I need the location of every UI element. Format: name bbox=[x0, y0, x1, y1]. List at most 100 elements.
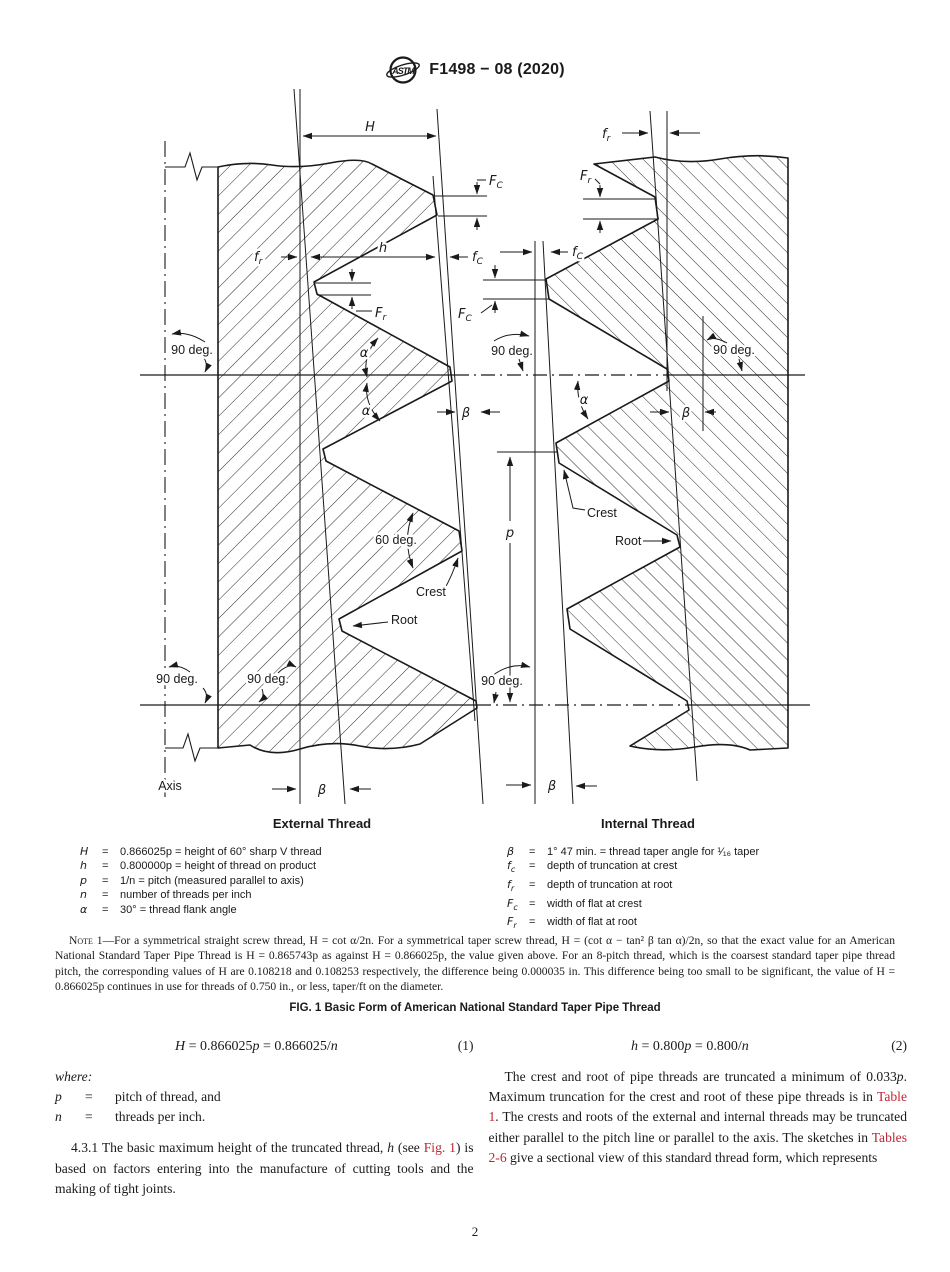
text-segment: . The crests and roots of the external a… bbox=[488, 1109, 908, 1145]
legend-equals: = bbox=[529, 916, 536, 929]
where-row-p: p = pitch of thread, and bbox=[55, 1087, 474, 1107]
paragraph-crest-root: The crest and root of pipe threads are t… bbox=[489, 1067, 908, 1169]
legend-definition: 0.800000p = height of thread on product bbox=[120, 860, 317, 873]
legend-symbol: p bbox=[80, 873, 87, 887]
dim-label-h: h bbox=[379, 241, 387, 256]
callout-crest-int: Crest bbox=[587, 506, 617, 520]
legend-symbol: fc bbox=[507, 859, 516, 875]
svg-text:ASTM: ASTM bbox=[392, 66, 416, 76]
ref-link[interactable]: Fig. 1 bbox=[423, 1140, 456, 1156]
legend-row: Fc = width of flat at crest bbox=[507, 897, 759, 916]
legend-row: β=1° 47 min. = thread taper angle for ¹⁄… bbox=[507, 845, 759, 859]
callout-root-ext: Root bbox=[391, 613, 418, 627]
text-segment: ) is based on factors entering into the … bbox=[55, 1140, 474, 1197]
text-segment: The crest and root of pipe threads are t… bbox=[504, 1068, 897, 1084]
variable: n bbox=[741, 1038, 749, 1054]
legend-symbol: H bbox=[80, 845, 89, 858]
legend-equals: = bbox=[529, 897, 536, 910]
construction-lines bbox=[293, 88, 704, 805]
variable: n bbox=[330, 1038, 338, 1054]
angle-label-90deg-6: 90 deg. bbox=[481, 674, 523, 688]
ref-link[interactable]: Table 1 bbox=[488, 1089, 908, 1125]
legend-symbol: Fc bbox=[507, 896, 518, 912]
where-sym-n: n bbox=[55, 1108, 62, 1124]
variable: h bbox=[387, 1140, 395, 1156]
legend-definition: width of flat at crest bbox=[547, 897, 642, 910]
where-sym-p: p bbox=[55, 1089, 62, 1105]
dim-label-Fr-int-top: Fr bbox=[580, 169, 592, 186]
legend-symbol: fr bbox=[507, 878, 515, 894]
where-label: where: bbox=[55, 1068, 93, 1084]
legend-row: α=30° = thread flank angle bbox=[80, 903, 322, 917]
legend-definition: 1° 47 min. = thread taper angle for ¹⁄₁₆… bbox=[547, 846, 760, 858]
internal-thread-profile bbox=[545, 154, 789, 751]
where-def-n: threads per inch. bbox=[115, 1108, 206, 1124]
legend-symbol: h bbox=[80, 859, 87, 873]
dim-label-p: p bbox=[505, 526, 514, 541]
legend-equals: = bbox=[102, 903, 109, 916]
break-stub-top bbox=[165, 151, 218, 182]
figure-1-diagram: H h p fr FC Fr fr fC fC Fr FC α α α 60 d… bbox=[140, 88, 810, 831]
ref-link[interactable]: Tables 2-6 bbox=[488, 1129, 908, 1166]
angle-label-90deg-2: 90 deg. bbox=[491, 344, 533, 358]
figure-legend: H = 0.866025p = height of 60° sharp V thre… bbox=[0, 843, 950, 930]
equation-2-number: (2) bbox=[891, 1037, 907, 1053]
angle-label-90deg-3: 90 deg. bbox=[713, 343, 755, 357]
text-segment: = 0.800/ bbox=[691, 1038, 742, 1054]
legend-definition: number of threads per inch bbox=[120, 889, 252, 902]
text-segment: give a sectional view of this standard t… bbox=[506, 1150, 878, 1166]
legend-symbol: Fr bbox=[507, 915, 517, 931]
note-1: Note 1—For a symmetrical straight screw … bbox=[55, 933, 895, 995]
legend-equals: = bbox=[102, 846, 109, 858]
right-column: h = 0.800p = 0.800/n (2) The crest and r… bbox=[489, 1036, 908, 1200]
legend-row: h = 0.800000p = height of thread on produc… bbox=[80, 859, 322, 873]
legend-row: n = number of threads per inch bbox=[80, 888, 322, 902]
legend-definition: 30° = thread flank angle bbox=[120, 903, 237, 916]
internal-thread-title: Internal Thread bbox=[601, 816, 695, 831]
legend-row: fc=depth of truncation at crest bbox=[507, 859, 759, 878]
legend-equals: = bbox=[102, 889, 109, 902]
angle-label-beta-bottom-ext: β bbox=[317, 783, 326, 798]
variable: p bbox=[896, 1068, 904, 1084]
text-segment: = 0.800 bbox=[638, 1038, 685, 1054]
angle-label-beta-mid-int: β bbox=[681, 406, 690, 421]
angle-label-90deg-4: 90 deg. bbox=[156, 672, 198, 686]
equation-1-number: (1) bbox=[457, 1037, 474, 1053]
astm-logo-icon: ASTM bbox=[386, 56, 421, 84]
angle-label-90deg-1: 90 deg. bbox=[171, 343, 213, 357]
text-segment: . Maximum truncation for the crest and r… bbox=[488, 1068, 908, 1105]
angle-label-alpha-int: α bbox=[580, 393, 589, 408]
body-columns: H = 0.866025p = 0.866025/n (1) where: p … bbox=[55, 1036, 907, 1200]
variable: p bbox=[684, 1038, 692, 1054]
axis-label: Axis bbox=[158, 779, 182, 793]
legend-definition: 0.866025p = height of 60° sharp V thread bbox=[120, 846, 322, 858]
legend-symbol: n bbox=[80, 888, 87, 902]
equation-1-formula: H = 0.866025p = 0.866025/n bbox=[55, 1036, 458, 1057]
legend-row: H = 0.866025p = height of 60° sharp V thre… bbox=[80, 845, 322, 859]
dim-label-fr-top: fr bbox=[602, 127, 612, 144]
figure-caption: FIG. 1 Basic Form of American National S… bbox=[289, 1001, 661, 1014]
legend-equals: = bbox=[529, 846, 536, 858]
dim-label-fc-int: fC bbox=[572, 245, 584, 262]
legend-equals: = bbox=[102, 860, 109, 873]
callout-root-int: Root bbox=[615, 534, 642, 548]
dim-label-H: H bbox=[365, 120, 375, 135]
text-segment: = 0.866025 bbox=[185, 1038, 253, 1054]
equation-1: H = 0.866025p = 0.866025/n (1) bbox=[55, 1036, 474, 1057]
variable: H bbox=[174, 1038, 186, 1054]
paragraph-4-3-1: 4.3.1 The basic maximum height of the tr… bbox=[55, 1138, 474, 1199]
where-eq: = bbox=[85, 1089, 93, 1105]
legend-definition: 1/n = pitch (measured parallel to axis) bbox=[120, 874, 304, 887]
break-stub-bottom bbox=[165, 732, 218, 763]
legend-equals: = bbox=[529, 860, 536, 873]
legend-row: Fr=width of flat at root bbox=[507, 915, 759, 934]
text-segment: (see bbox=[394, 1140, 424, 1156]
legend-external: H = 0.866025p = height of 60° sharp V thre… bbox=[80, 845, 322, 917]
equation-2: h = 0.800p = 0.800/n (2) bbox=[489, 1036, 907, 1057]
standard-designation: F1498 − 08 (2020) bbox=[429, 61, 565, 78]
variable: h bbox=[631, 1038, 639, 1054]
where-row-n: n = threads per inch. bbox=[55, 1107, 474, 1127]
legend-equals: = bbox=[102, 874, 109, 887]
legend-internal: β=1° 47 min. = thread taper angle for ¹⁄… bbox=[507, 845, 759, 934]
